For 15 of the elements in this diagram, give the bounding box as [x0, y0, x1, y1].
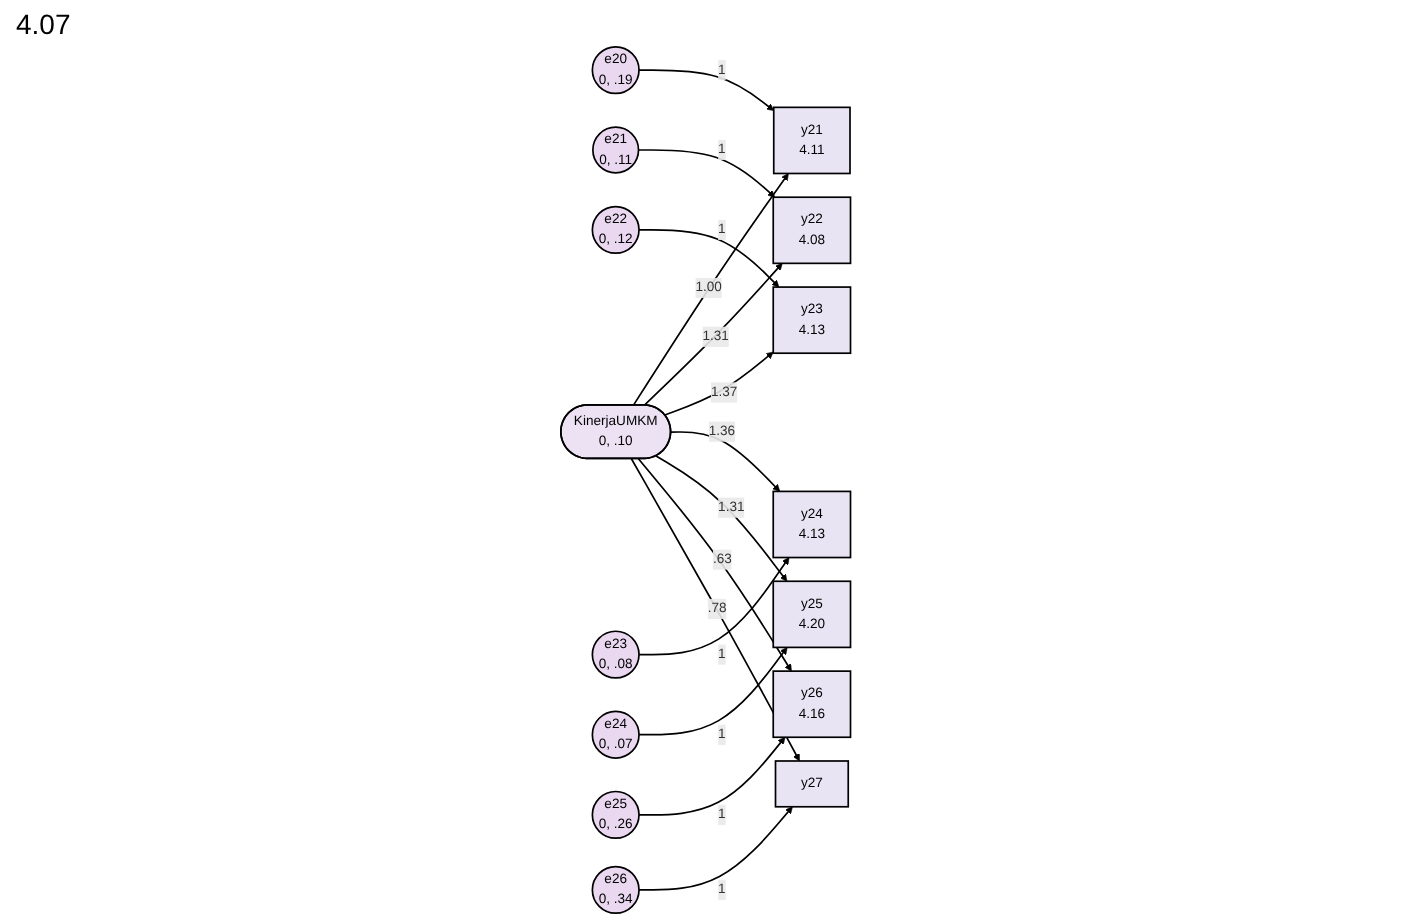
arrow — [638, 806, 794, 891]
estimate-label: 4.07 — [16, 8, 71, 40]
arrow — [637, 457, 793, 672]
arrow — [638, 736, 786, 816]
arrow — [655, 455, 788, 582]
arrow — [630, 457, 801, 762]
arrow — [664, 351, 774, 416]
arrow — [643, 263, 783, 407]
arrow — [632, 173, 790, 407]
arrow — [638, 69, 775, 111]
arrow — [638, 647, 788, 736]
arrow — [637, 149, 776, 198]
arrow — [638, 557, 790, 656]
arrow — [670, 431, 781, 492]
arrow — [638, 229, 780, 288]
